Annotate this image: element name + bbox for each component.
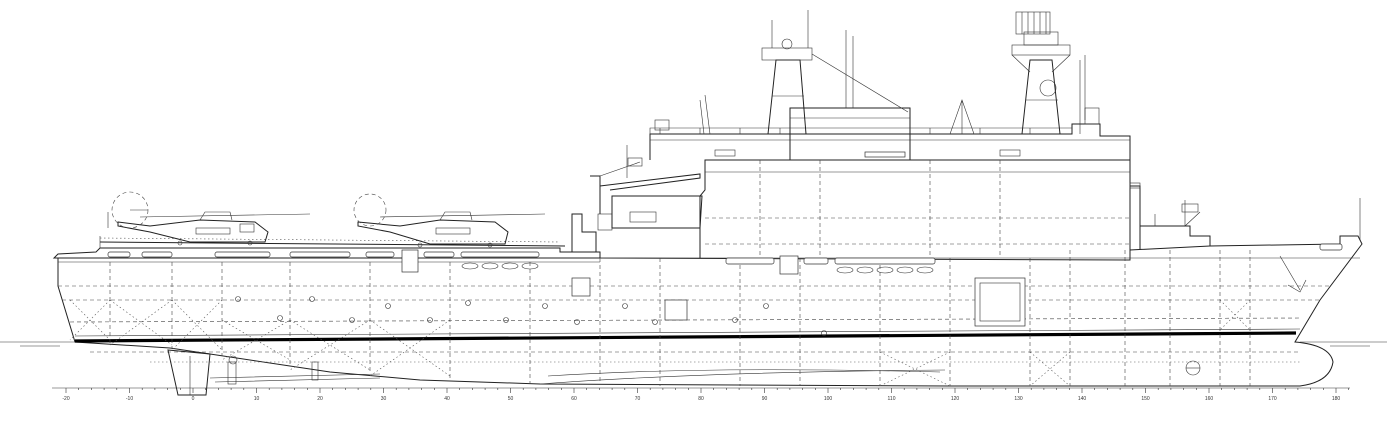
- scale-label: 120: [951, 396, 960, 402]
- rafts: [461, 262, 934, 274]
- rudder-propeller: [167, 349, 381, 396]
- scale-label: 30: [381, 396, 387, 402]
- scale-label: 50: [508, 396, 514, 402]
- scale-label: 60: [571, 396, 577, 402]
- scale-label: -10: [126, 396, 133, 402]
- scale-label: 0: [192, 396, 195, 402]
- helicopter-aft: [107, 191, 311, 246]
- scale-label: 80: [698, 396, 704, 402]
- scale-label: -20: [62, 396, 69, 402]
- crane-area: [571, 145, 703, 252]
- scale-label: 140: [1078, 396, 1087, 402]
- hull-bracing: [69, 299, 1251, 387]
- scale-label: 40: [444, 396, 450, 402]
- hull: [52, 235, 1363, 387]
- scale-labels: -20 -10 0 10 20 30 40 50 60 70 80 90 100 110 120 130 140…: [62, 396, 1341, 402]
- scale-label: 130: [1014, 396, 1023, 402]
- frame-scale: -20 -10 0 10 20 30 40 50 60 70 80 90 100 110 120 130 140…: [52, 387, 1350, 402]
- flight-deck: [99, 236, 566, 248]
- scale-label: 170: [1268, 396, 1277, 402]
- scale-label: 110: [888, 396, 896, 402]
- superstructure: [649, 107, 1361, 258]
- sea-reference-lines: [0, 341, 1387, 347]
- scale-label: 150: [1141, 396, 1150, 402]
- scale-label: 70: [635, 396, 641, 402]
- scale-label: 160: [1205, 396, 1214, 402]
- helicopter-forward: [353, 193, 546, 248]
- scale-ticks: [65, 388, 1349, 393]
- hull-windows: [107, 243, 1343, 275]
- scale-label: 20: [317, 396, 323, 402]
- aft-mast: [699, 10, 909, 135]
- scale-label: 180: [1332, 396, 1341, 402]
- forward-mast: [949, 11, 1086, 135]
- scale-label: 10: [254, 396, 260, 402]
- scale-label: 100: [824, 396, 833, 402]
- hull-porthole-markers: [235, 296, 827, 336]
- scale-label: 90: [762, 396, 768, 402]
- bulkhead-lines: [109, 250, 1251, 386]
